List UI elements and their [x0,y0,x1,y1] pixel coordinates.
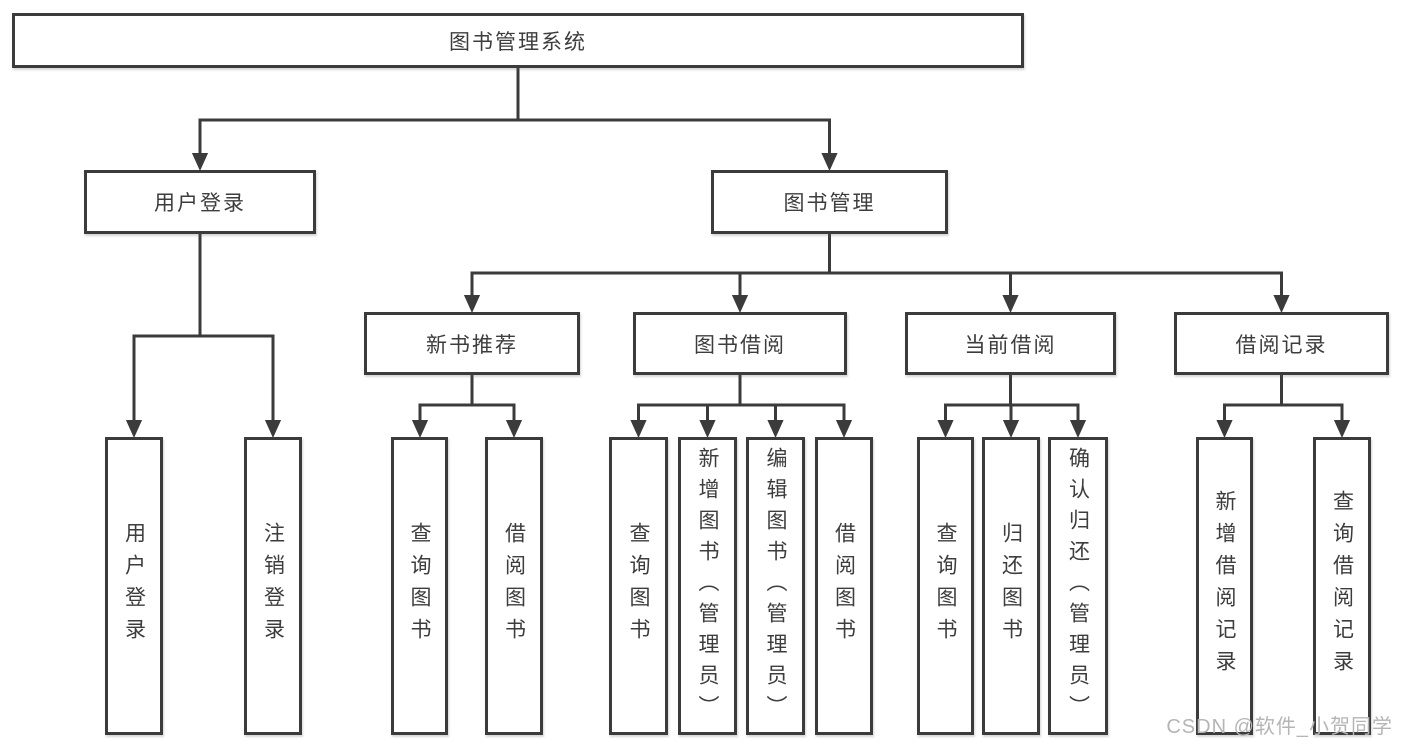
node-label: 图书借阅 [694,333,786,357]
leaf-query-books-borrowing: 查询图书 [609,437,668,735]
node-label: 借阅记录 [1235,333,1328,357]
node-label: 查询图书 [627,522,650,650]
leaf-edit-books-admin: 编辑图书（管理员） [746,437,805,735]
node-label: 图书管理系统 [449,30,587,54]
node-user-login-branch: 用户登录 [84,170,316,234]
leaf-user-login: 用户登录 [105,437,163,735]
csdn-watermark: CSDN @软件_小贺同学 [1166,716,1393,738]
node-label: 查询图书 [408,522,431,650]
node-book-borrowing: 图书借阅 [633,312,847,375]
leaf-query-borrow-record: 查询借阅记录 [1313,437,1371,735]
node-label: 新增图书（管理员） [696,446,719,726]
leaf-confirm-return-admin: 确认归还（管理员） [1048,437,1108,735]
node-label: 归还图书 [999,522,1023,650]
node-label: 确认归还（管理员） [1066,446,1090,726]
node-label: 注销登录 [261,522,285,650]
leaf-query-books-current: 查询图书 [917,437,974,735]
leaf-add-borrow-record: 新增借阅记录 [1196,437,1253,735]
node-label: 图书管理 [783,192,876,215]
node-book-management: 图书管理 [711,170,948,234]
leaf-logout: 注销登录 [244,437,302,735]
node-label: 新书推荐 [426,333,518,357]
node-label: 借阅图书 [502,522,526,650]
node-label: 用户登录 [154,192,246,215]
node-label: 借阅图书 [832,522,856,650]
node-label: 新增借阅记录 [1213,490,1236,682]
leaf-borrow-books-recommend: 借阅图书 [485,437,543,735]
node-library-management-system: 图书管理系统 [12,13,1024,68]
node-new-book-recommendation: 新书推荐 [364,312,580,375]
node-borrowing-records: 借阅记录 [1174,312,1389,375]
node-current-borrowing: 当前借阅 [905,312,1116,375]
leaf-add-books-admin: 新增图书（管理员） [678,437,737,735]
leaf-borrow-books: 借阅图书 [815,437,873,735]
node-label: 查询借阅记录 [1330,490,1354,682]
node-label: 当前借阅 [964,333,1057,357]
leaf-return-books: 归还图书 [982,437,1040,735]
node-label: 编辑图书（管理员） [764,446,787,726]
node-label: 用户登录 [122,522,146,650]
leaf-query-books-recommend: 查询图书 [391,437,448,735]
node-label: 查询图书 [934,522,957,650]
